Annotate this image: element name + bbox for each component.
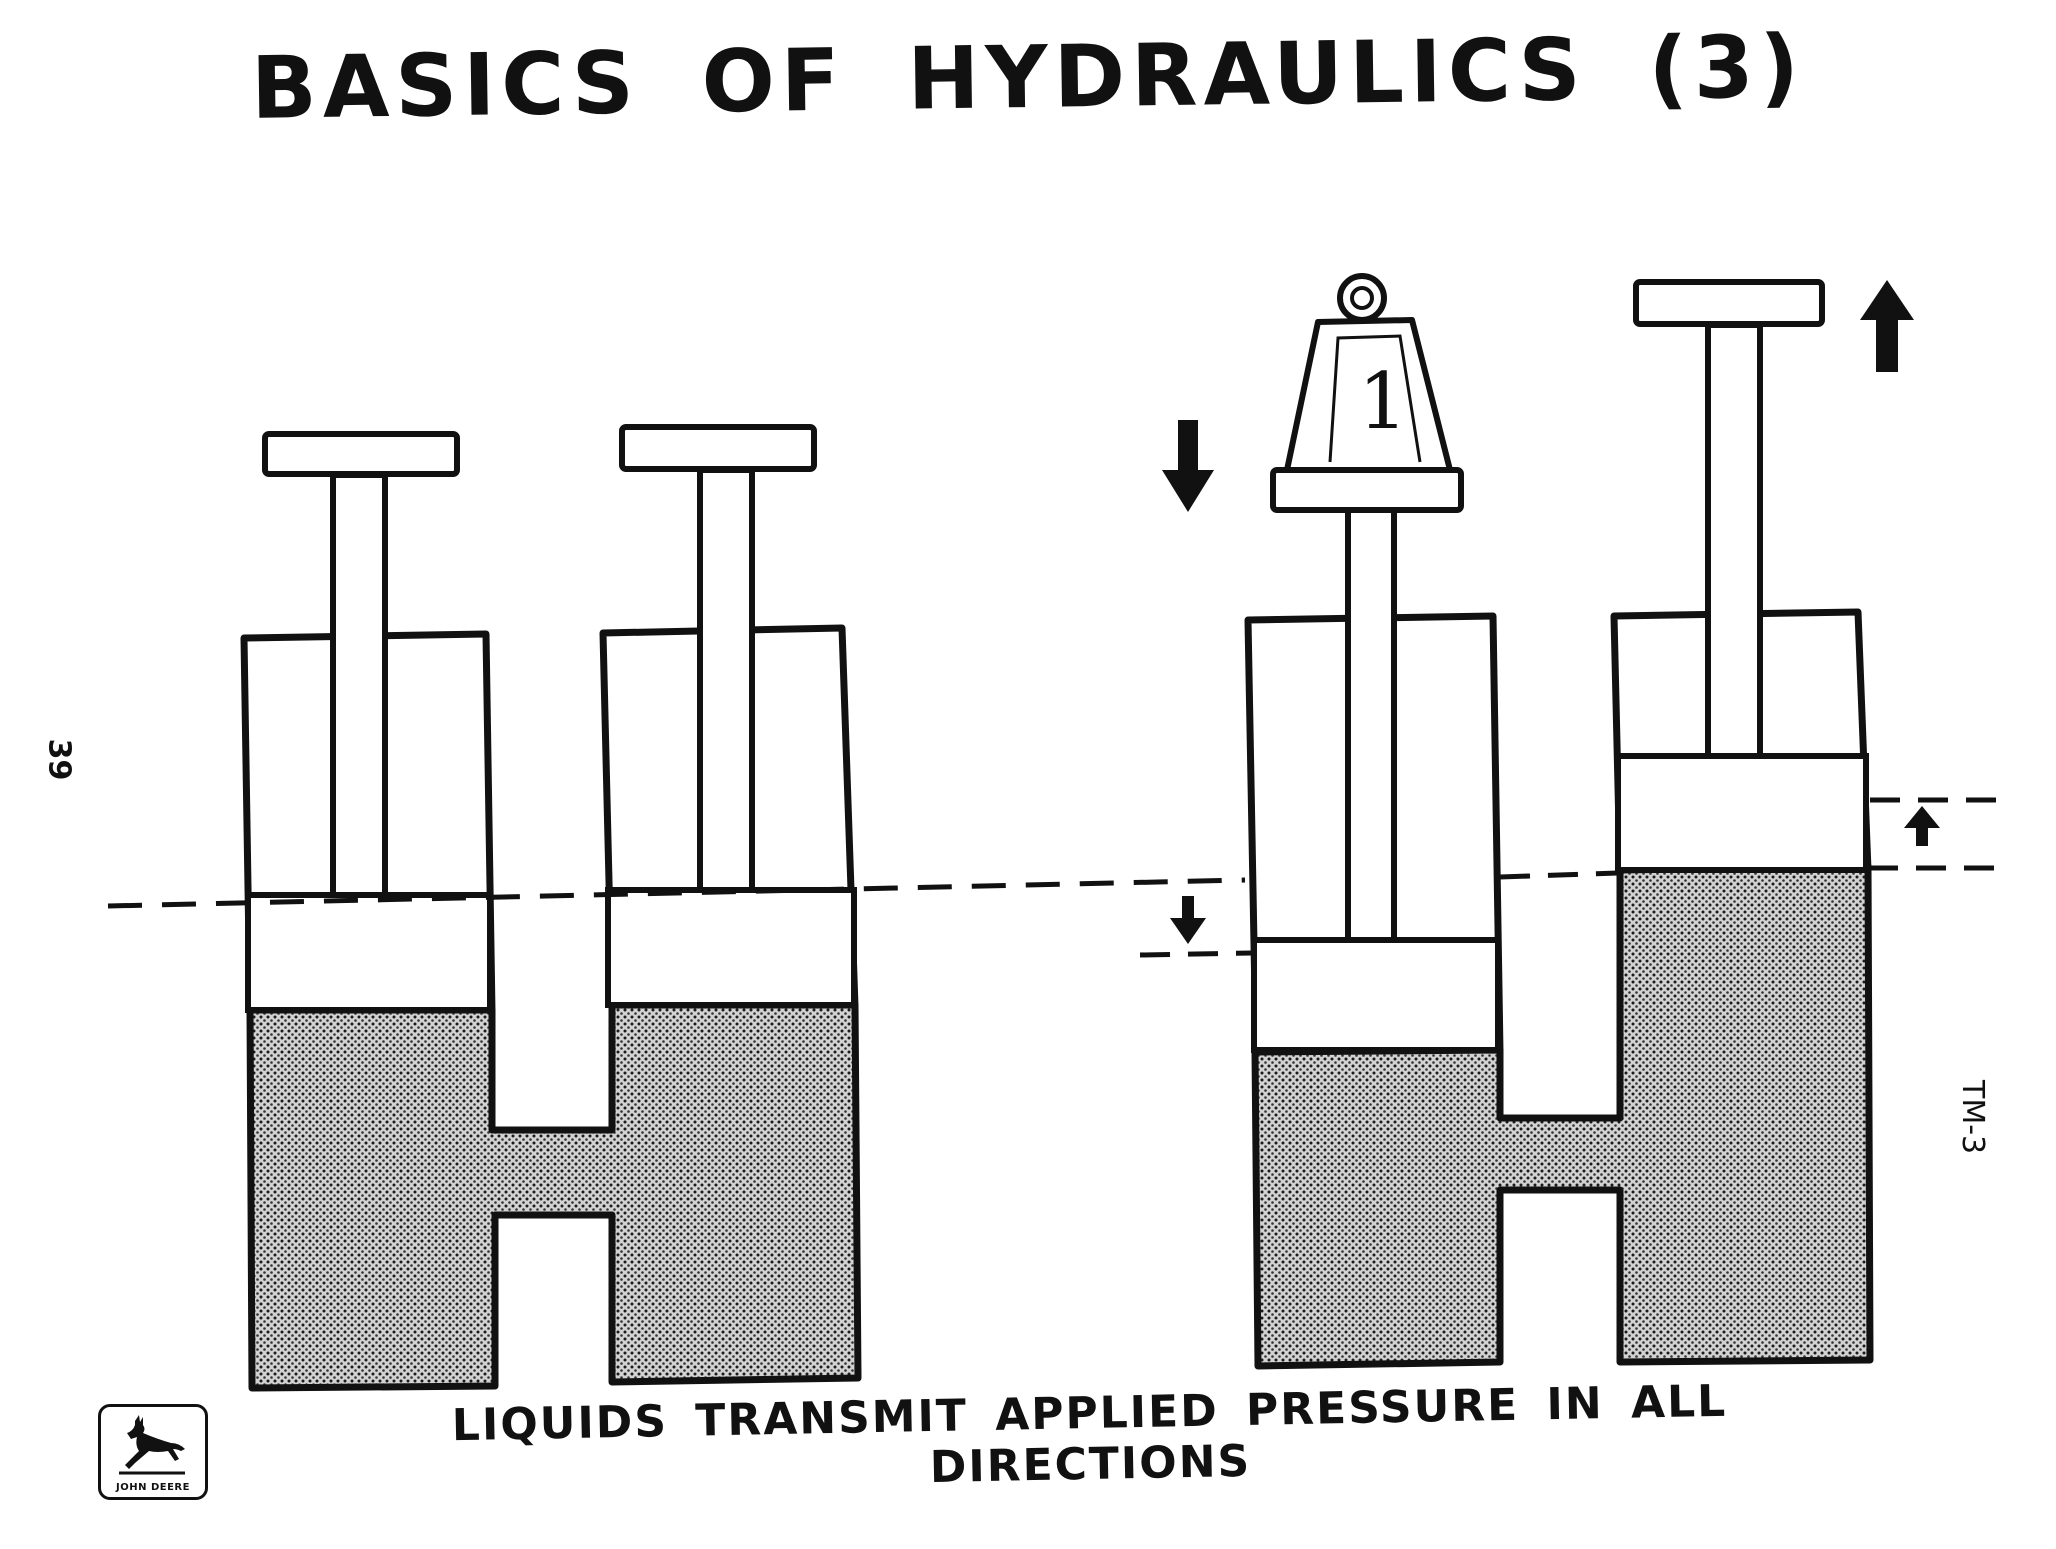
small-down-arrow-icon <box>1170 896 1206 944</box>
force-down-arrow-icon <box>1162 420 1214 512</box>
right-piston-a <box>1251 937 1501 1053</box>
right-piston-handle-a <box>1270 467 1464 513</box>
rest-level-dashed-line <box>107 877 1246 909</box>
page-number: 39 <box>41 738 77 781</box>
rise-up-arrow-icon <box>1860 280 1914 372</box>
document-code: TM-3 <box>1955 1080 1990 1155</box>
weight-icon <box>1284 317 1453 473</box>
left-piston-a <box>245 892 493 1013</box>
left-hydraulic-system <box>240 424 862 1392</box>
right-hydraulic-system: 1 <box>1244 273 1874 1370</box>
weight-label: 1 <box>1358 357 1408 447</box>
right-piston-handle-b <box>1633 279 1825 327</box>
small-piston-lowered-dashed-line <box>1139 950 1253 958</box>
large-piston-level-dashed-line <box>1499 870 1619 880</box>
left-system-fluid <box>246 1001 862 1392</box>
right-system-fluid <box>1251 862 1874 1370</box>
leaping-deer-icon <box>119 1415 185 1475</box>
right-piston-b <box>1615 753 1869 873</box>
logo-text: JOHN DEERE <box>116 1482 190 1493</box>
weight-face <box>1328 334 1422 463</box>
john-deere-logo: JOHN DEERE <box>98 1404 208 1500</box>
right-piston-rod-a <box>1345 507 1397 943</box>
left-piston-b <box>605 887 857 1008</box>
left-piston-rod-a <box>330 472 388 898</box>
left-piston-rod-b <box>697 467 755 893</box>
small-up-arrow-icon <box>1904 806 1940 846</box>
left-piston-handle-b <box>619 424 817 472</box>
left-piston-handle-a <box>262 431 460 477</box>
right-piston-rod-b <box>1705 322 1763 759</box>
